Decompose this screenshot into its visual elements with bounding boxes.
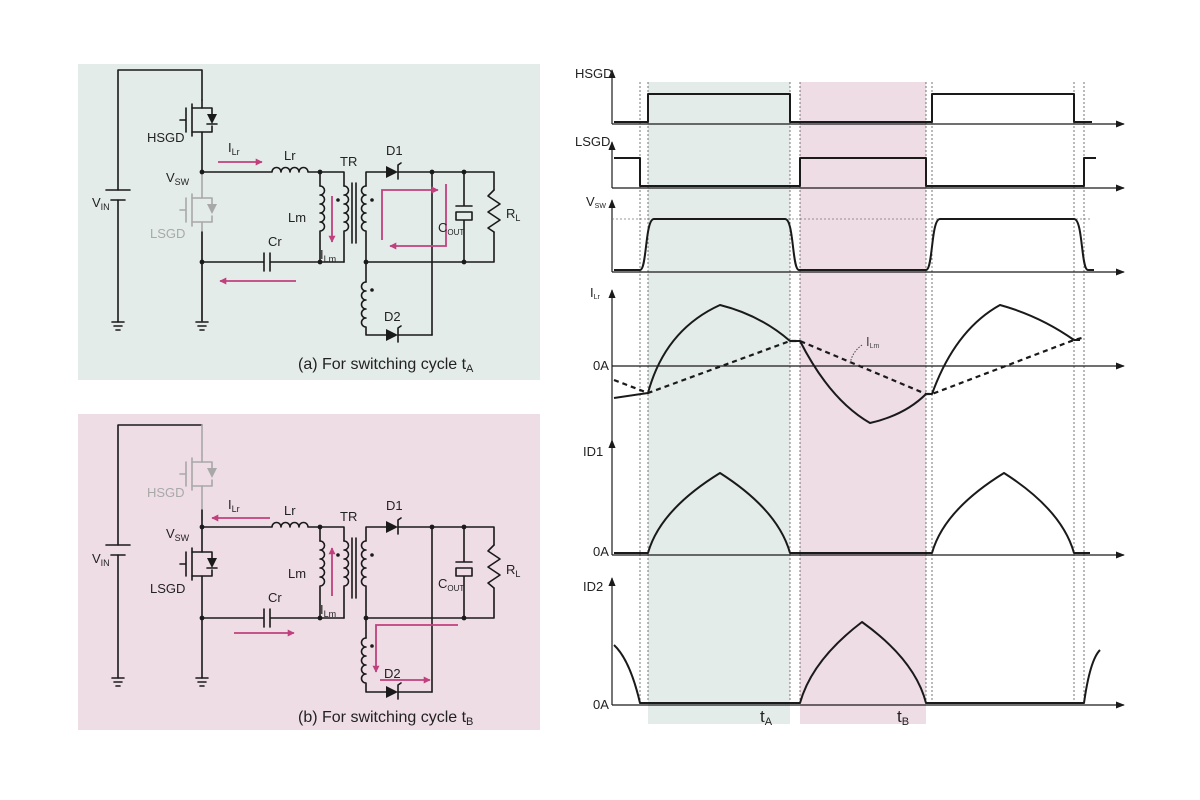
svg-text:ILr: ILr xyxy=(590,285,601,301)
ilr-label-b: I xyxy=(228,497,232,512)
panel-a-background xyxy=(78,64,540,380)
svg-text:VIN: VIN xyxy=(92,551,110,568)
rl-sub-b: L xyxy=(515,569,520,579)
cr-label-b: Cr xyxy=(268,590,282,605)
vsw-trace xyxy=(614,218,1094,271)
vin-sub-b: IN xyxy=(101,558,110,568)
label-0a-id2: 0A xyxy=(593,697,609,712)
ilr-label: I xyxy=(228,140,232,155)
hsgd-label: HSGD xyxy=(147,130,185,145)
lsgd-label-b: LSGD xyxy=(150,581,185,596)
caption-a: (a) For switching cycle t xyxy=(298,356,467,373)
ilr-trace xyxy=(613,304,1080,424)
svg-text:RL: RL xyxy=(506,206,520,223)
ilr-sub-b: Lr xyxy=(232,504,240,514)
svg-text:ILr: ILr xyxy=(228,140,240,157)
hsgd-trace xyxy=(614,93,1092,123)
svg-text:ILm: ILm xyxy=(320,247,336,264)
panel-b-background xyxy=(78,414,540,730)
label-0a-ilr: 0A xyxy=(593,358,609,373)
label-0a-id1: 0A xyxy=(593,544,609,559)
svg-text:ILm: ILm xyxy=(320,602,336,619)
ilm-trace xyxy=(613,336,1083,396)
ilm-sub: Lm xyxy=(324,254,337,264)
rl-sub: L xyxy=(515,213,520,223)
ilm-sub-b: Lm xyxy=(324,609,337,619)
cout-sub-b: OUT xyxy=(447,584,464,593)
label-tb: t xyxy=(897,707,902,726)
ilm-pointer xyxy=(849,344,863,365)
ilm-label-b: I xyxy=(320,602,324,617)
vin-sub: IN xyxy=(101,202,110,212)
label-ilr: I xyxy=(590,285,594,300)
svg-text:VSW: VSW xyxy=(166,526,190,543)
id1-trace xyxy=(614,472,1090,554)
circuit-panel-b: VIN HSGD LSGD VSW ILr Lr TR D1 D2 Lm ILm… xyxy=(78,414,540,730)
label-tb-sub: B xyxy=(902,716,909,728)
svg-text:tB: tB xyxy=(897,707,909,728)
rl-label: R xyxy=(506,206,515,221)
d1-label-b: D1 xyxy=(386,498,403,513)
vin-label: V xyxy=(92,195,101,210)
lm-label: Lm xyxy=(288,210,306,225)
rl-label-b: R xyxy=(506,562,515,577)
svg-text:RL: RL xyxy=(506,562,520,579)
axes xyxy=(608,69,1125,709)
waveform-panel: HSGD LSGD VSW ILr ILm 0A ID1 0A ID2 0A t… xyxy=(575,66,1125,728)
label-lsgd: LSGD xyxy=(575,134,610,149)
lr-label-b: Lr xyxy=(284,503,296,518)
circuit-panel-a: VIN HSGD LSGD VSW ILr Lr TR D1 D2 Lm ILm… xyxy=(78,64,540,380)
lr-label: Lr xyxy=(284,148,296,163)
lm-label-b: Lm xyxy=(288,566,306,581)
d2-label: D2 xyxy=(384,309,401,324)
vsw-sub: SW xyxy=(175,177,190,187)
hsgd-label-b: HSGD xyxy=(147,485,185,500)
cr-label: Cr xyxy=(268,234,282,249)
svg-text:COUT: COUT xyxy=(438,576,464,593)
d2-label-b: D2 xyxy=(384,666,401,681)
label-id1: ID1 xyxy=(583,444,603,459)
svg-text:ILm: ILm xyxy=(866,334,880,350)
vin-label-b: V xyxy=(92,551,101,566)
label-vsw: V xyxy=(586,194,595,209)
svg-text:(a) For switching cycle tA: (a) For switching cycle tA xyxy=(298,356,474,375)
label-vsw-sub: SW xyxy=(595,203,607,210)
vsw-label-b: V xyxy=(166,526,175,541)
svg-text:VIN: VIN xyxy=(92,195,110,212)
label-hsgd: HSGD xyxy=(575,66,613,81)
cout-label: C xyxy=(438,220,447,235)
tr-label-b: TR xyxy=(340,509,357,524)
vsw-label: V xyxy=(166,170,175,185)
caption-a-sub: A xyxy=(466,363,474,375)
tr-label: TR xyxy=(340,154,357,169)
caption-b: (b) For switching cycle t xyxy=(298,709,467,726)
ilm-label: I xyxy=(320,247,324,262)
vsw-sub-b: SW xyxy=(175,533,190,543)
label-id2: ID2 xyxy=(583,579,603,594)
svg-text:VSW: VSW xyxy=(166,170,190,187)
label-ta-sub: A xyxy=(765,716,773,728)
ilr-sub: Lr xyxy=(232,147,240,157)
lsgd-label: LSGD xyxy=(150,226,185,241)
label-ilm-annot-sub: Lm xyxy=(870,343,880,350)
label-ta: t xyxy=(760,707,765,726)
id2-trace xyxy=(613,621,1101,704)
lsgd-trace xyxy=(614,157,1096,187)
svg-text:ILr: ILr xyxy=(228,497,240,514)
svg-text:VSW: VSW xyxy=(586,194,606,210)
cout-sub: OUT xyxy=(447,228,464,237)
svg-text:tA: tA xyxy=(760,707,773,728)
svg-text:COUT: COUT xyxy=(438,220,464,237)
cout-label-b: C xyxy=(438,576,447,591)
band-tb xyxy=(800,82,926,724)
caption-b-sub: B xyxy=(466,716,473,728)
d1-label: D1 xyxy=(386,143,403,158)
band-ta xyxy=(648,82,790,724)
label-ilm-annot: I xyxy=(866,334,870,349)
label-ilr-sub: Lr xyxy=(594,294,601,301)
svg-text:(b) For switching cycle tB: (b) For switching cycle tB xyxy=(298,709,473,728)
